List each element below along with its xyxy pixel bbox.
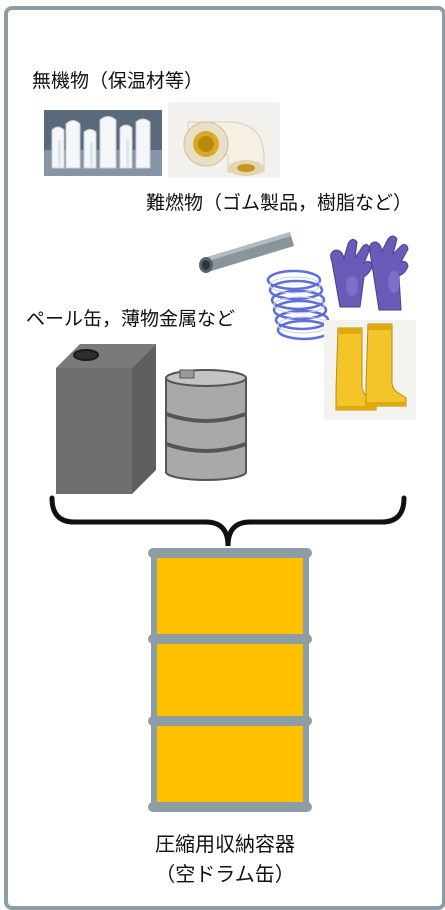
rubber-boots-photo [324, 320, 416, 420]
label-inorganic: 無機物（保温材等） [32, 70, 204, 92]
label-container-title: 圧縮用収納容器 [155, 832, 295, 856]
label-pail-cans: ペール缶，薄物金属など [26, 308, 236, 330]
label-flame-retardant: 難燃物（ゴム製品，樹脂など） [146, 192, 413, 214]
insulated-pipe-elbow-photo [168, 102, 280, 178]
square-can-icon [52, 340, 158, 496]
round-can-icon [162, 368, 250, 482]
label-container-subtitle: （空ドラム缶） [155, 862, 295, 886]
compression-drum-container [146, 546, 314, 814]
diagram-frame: 無機物（保温材等） [4, 6, 445, 910]
curly-brace [44, 494, 414, 554]
insulation-pieces-photo [44, 110, 162, 176]
rubber-gloves-photo [318, 232, 428, 318]
gray-pipe-photo [194, 224, 296, 280]
